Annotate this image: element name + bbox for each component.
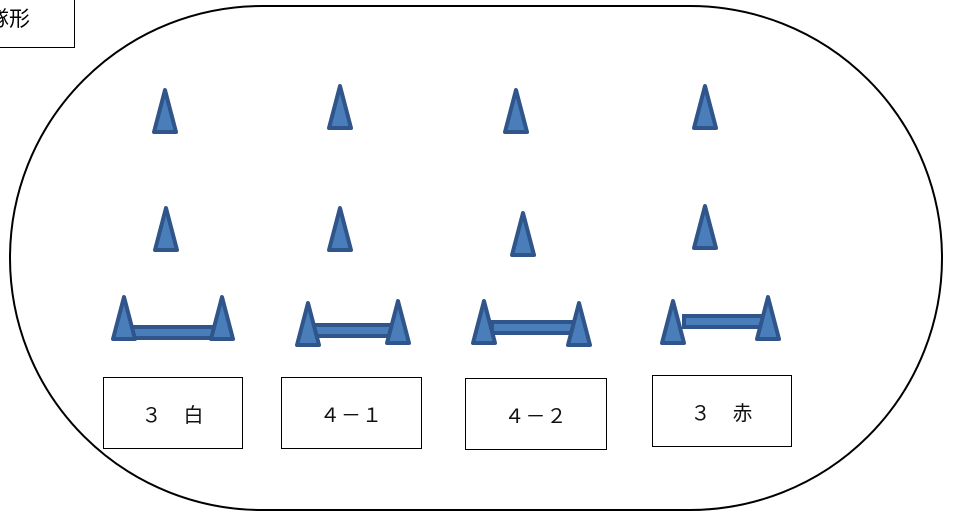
hurdle-icon — [471, 299, 592, 347]
cone-icon — [327, 84, 353, 130]
column-3 — [471, 88, 592, 347]
cone-icon — [503, 88, 529, 134]
team-label-4: ３ 赤 — [652, 375, 792, 447]
cone-icon — [152, 88, 178, 134]
team-label-1: ３ 白 — [103, 377, 243, 449]
column-2 — [295, 84, 411, 347]
team-label-3: ４－２ — [465, 378, 607, 450]
team-label-2: ４－１ — [281, 377, 422, 449]
diagram-title-text: 隊形 — [0, 7, 30, 31]
cone-icon — [327, 206, 353, 252]
hurdle-icon — [111, 295, 235, 341]
hurdle-icon — [295, 299, 411, 347]
diagram-title: 隊形 — [0, 0, 75, 48]
track-oval — [9, 5, 943, 511]
cone-icon — [510, 211, 536, 257]
cone-icon — [692, 204, 718, 250]
hurdle-icon — [660, 295, 781, 345]
column-4 — [660, 84, 781, 345]
cone-icon — [692, 84, 718, 130]
cone-icon — [153, 206, 179, 252]
column-1 — [111, 88, 235, 341]
